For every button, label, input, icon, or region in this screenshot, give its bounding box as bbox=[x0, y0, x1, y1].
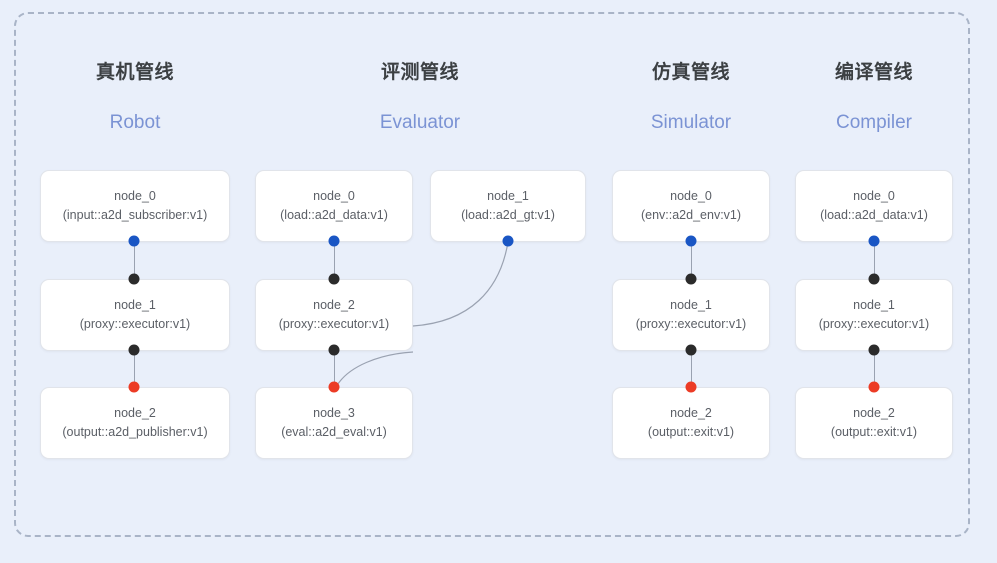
node-evaluator-1[interactable]: node_1 (load::a2d_gt:v1) bbox=[430, 170, 586, 242]
port-output-dot[interactable] bbox=[128, 344, 140, 356]
node-simulator-2[interactable]: node_2 (output::exit:v1) bbox=[612, 387, 770, 459]
node-evaluator-0[interactable]: node_0 (load::a2d_data:v1) bbox=[255, 170, 413, 242]
node-title: node_1 bbox=[487, 189, 529, 203]
node-simulator-0[interactable]: node_0 (env::a2d_env:v1) bbox=[612, 170, 770, 242]
node-subtitle: (proxy::executor:v1) bbox=[278, 317, 390, 331]
node-compiler-2[interactable]: node_2 (output::exit:v1) bbox=[795, 387, 953, 459]
edge-robot-0-1 bbox=[134, 241, 135, 279]
node-subtitle: (load::a2d_data:v1) bbox=[820, 208, 928, 222]
port-output-dot[interactable] bbox=[868, 344, 880, 356]
node-title: node_2 bbox=[313, 298, 355, 312]
port-input-dot[interactable] bbox=[128, 273, 140, 285]
node-title: node_2 bbox=[670, 406, 712, 420]
node-title: node_3 bbox=[313, 406, 355, 420]
node-title: node_0 bbox=[114, 189, 156, 203]
node-title: node_2 bbox=[114, 406, 156, 420]
edge-evaluator-2-3 bbox=[334, 349, 335, 387]
port-output-dot[interactable] bbox=[328, 344, 340, 356]
node-subtitle: (env::a2d_env:v1) bbox=[640, 208, 742, 222]
port-input-dot[interactable] bbox=[868, 381, 880, 393]
edge-evaluator-0-2 bbox=[334, 241, 335, 279]
node-title: node_2 bbox=[853, 406, 895, 420]
node-title: node_0 bbox=[313, 189, 355, 203]
port-output-dot[interactable] bbox=[128, 235, 140, 247]
node-evaluator-3[interactable]: node_3 (eval::a2d_eval:v1) bbox=[255, 387, 413, 459]
port-output-dot[interactable] bbox=[868, 235, 880, 247]
port-input-dot[interactable] bbox=[128, 381, 140, 393]
node-robot-2[interactable]: node_2 (output::a2d_publisher:v1) bbox=[40, 387, 230, 459]
node-title: node_1 bbox=[114, 298, 156, 312]
node-subtitle: (input::a2d_subscriber:v1) bbox=[62, 208, 208, 222]
node-subtitle: (load::a2d_gt:v1) bbox=[461, 208, 555, 222]
node-subtitle: (proxy::executor:v1) bbox=[635, 317, 747, 331]
port-output-dot[interactable] bbox=[328, 235, 340, 247]
edge-simulator-1-2 bbox=[691, 349, 692, 387]
port-output-dot[interactable] bbox=[685, 235, 697, 247]
edge-compiler-1-2 bbox=[874, 349, 875, 387]
node-title: node_0 bbox=[670, 189, 712, 203]
node-robot-1[interactable]: node_1 (proxy::executor:v1) bbox=[40, 279, 230, 351]
port-input-dot[interactable] bbox=[685, 273, 697, 285]
node-subtitle: (output::exit:v1) bbox=[830, 425, 918, 439]
port-input-dot[interactable] bbox=[685, 381, 697, 393]
node-compiler-0[interactable]: node_0 (load::a2d_data:v1) bbox=[795, 170, 953, 242]
node-title: node_1 bbox=[670, 298, 712, 312]
node-evaluator-2[interactable]: node_2 (proxy::executor:v1) bbox=[255, 279, 413, 351]
port-input-dot[interactable] bbox=[868, 273, 880, 285]
port-input-dot[interactable] bbox=[328, 273, 340, 285]
node-subtitle: (output::exit:v1) bbox=[647, 425, 735, 439]
node-subtitle: (eval::a2d_eval:v1) bbox=[281, 425, 387, 439]
node-compiler-1[interactable]: node_1 (proxy::executor:v1) bbox=[795, 279, 953, 351]
node-robot-0[interactable]: node_0 (input::a2d_subscriber:v1) bbox=[40, 170, 230, 242]
node-subtitle: (load::a2d_data:v1) bbox=[280, 208, 388, 222]
edge-simulator-0-1 bbox=[691, 241, 692, 279]
node-title: node_1 bbox=[853, 298, 895, 312]
node-subtitle: (output::a2d_publisher:v1) bbox=[62, 425, 208, 439]
port-input-dot[interactable] bbox=[328, 381, 340, 393]
edge-compiler-0-1 bbox=[874, 241, 875, 279]
edge-robot-1-2 bbox=[134, 349, 135, 387]
node-simulator-1[interactable]: node_1 (proxy::executor:v1) bbox=[612, 279, 770, 351]
node-subtitle: (proxy::executor:v1) bbox=[79, 317, 191, 331]
port-output-dot[interactable] bbox=[502, 235, 514, 247]
port-output-dot[interactable] bbox=[685, 344, 697, 356]
node-subtitle: (proxy::executor:v1) bbox=[818, 317, 930, 331]
node-title: node_0 bbox=[853, 189, 895, 203]
